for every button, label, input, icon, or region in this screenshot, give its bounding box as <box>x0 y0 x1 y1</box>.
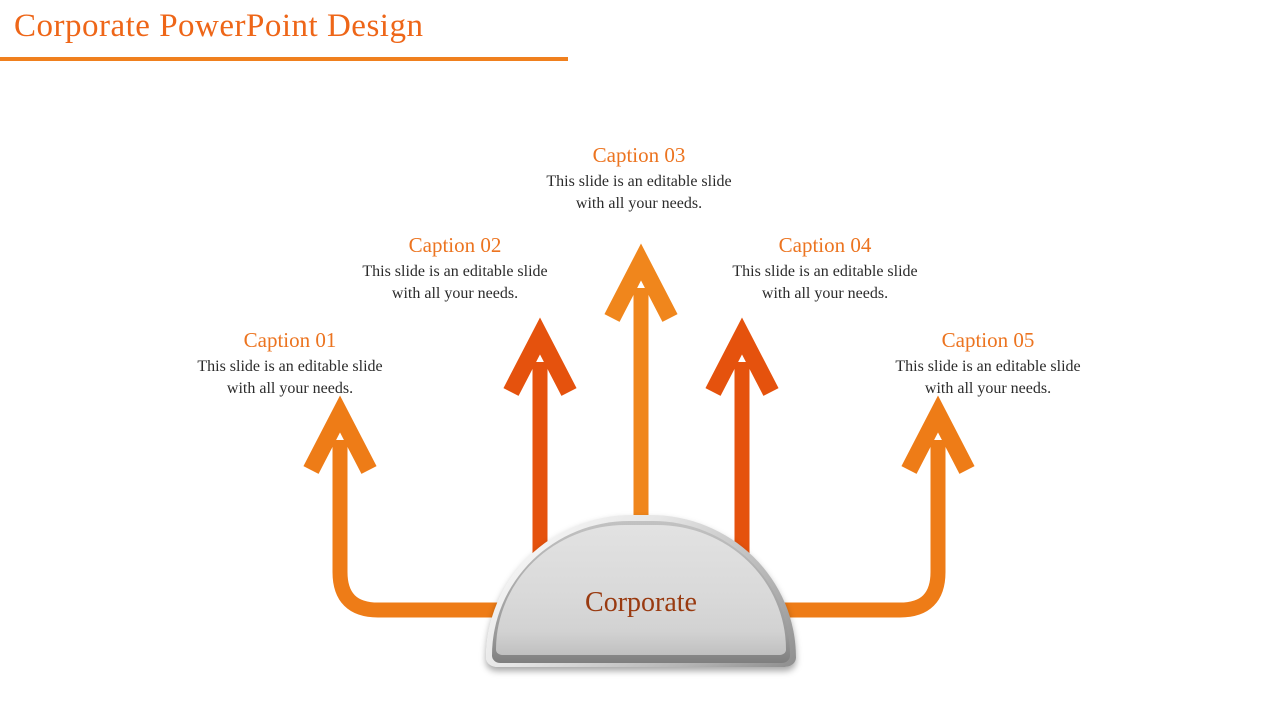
caption-block-03: Caption 03 This slide is an editable sli… <box>524 143 754 215</box>
caption-04-heading: Caption 04 <box>778 233 872 257</box>
dome-label: Corporate <box>585 587 697 618</box>
caption-block-05: Caption 05 This slide is an editable sli… <box>873 328 1103 400</box>
dome-shape: Corporate <box>486 515 796 667</box>
slide-title: Corporate PowerPoint Design <box>14 8 424 44</box>
caption-01-body: This slide is an editable slide with all… <box>197 358 383 398</box>
caption-03-heading: Caption 03 <box>592 143 686 167</box>
caption-02-heading: Caption 02 <box>408 233 502 257</box>
title-underline <box>0 57 568 61</box>
arrow-caption-05 <box>655 395 975 618</box>
caption-03-body: This slide is an editable slide with all… <box>546 173 732 213</box>
caption-01-heading: Caption 01 <box>243 328 337 352</box>
caption-block-04: Caption 04 This slide is an editable sli… <box>710 233 940 305</box>
caption-05-heading: Caption 05 <box>941 328 1035 352</box>
caption-04-body: This slide is an editable slide with all… <box>732 263 918 303</box>
arrow-caption-03 <box>604 243 678 545</box>
arrow-caption-01 <box>303 395 625 618</box>
caption-05-body: This slide is an editable slide with all… <box>895 358 1081 398</box>
caption-02-body: This slide is an editable slide with all… <box>362 263 548 303</box>
caption-block-01: Caption 01 This slide is an editable sli… <box>175 328 405 400</box>
caption-block-02: Caption 02 This slide is an editable sli… <box>340 233 570 305</box>
